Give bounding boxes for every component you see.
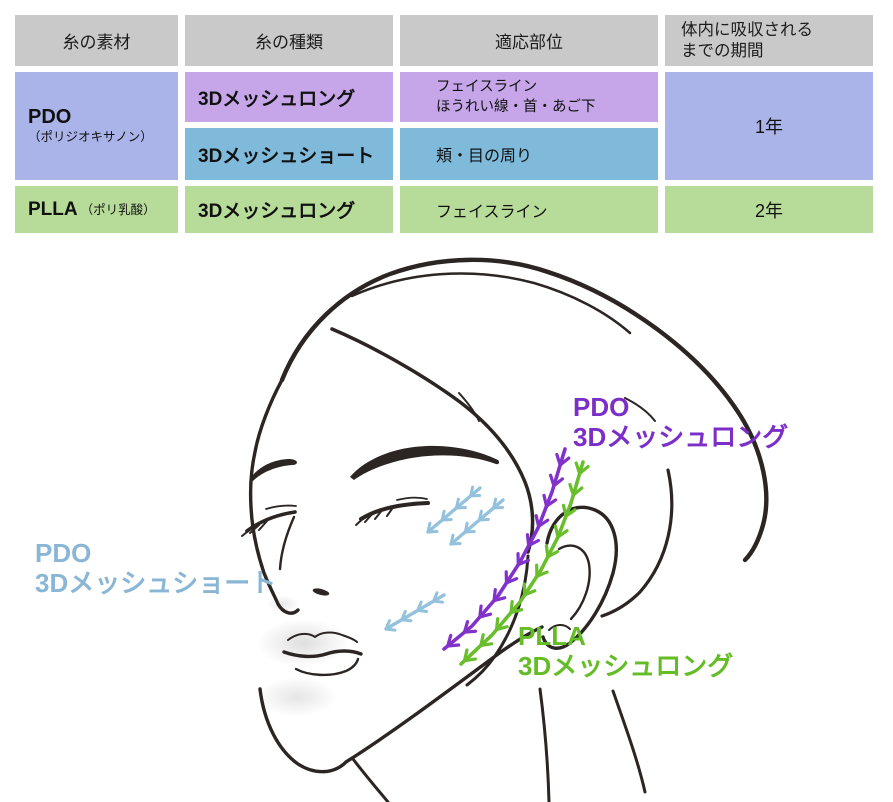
cell-plla-type: 3Dメッシュロング bbox=[185, 186, 393, 233]
cell-pdo-long-area: フェイスライン ほうれい線・首・あご下 bbox=[400, 72, 658, 122]
col-header-duration-label: 体内に吸収される までの期間 bbox=[681, 20, 813, 60]
pdo-long-area-line2: ほうれい線・首・あご下 bbox=[436, 99, 596, 115]
col-header-material: 糸の素材 bbox=[15, 15, 178, 66]
hair-top-strand bbox=[350, 272, 632, 335]
cell-plla-duration: 2年 bbox=[665, 186, 873, 233]
lower-lip bbox=[294, 657, 360, 677]
face-profile bbox=[248, 378, 300, 615]
hair-silhouette bbox=[279, 257, 769, 563]
hair-behind-ear bbox=[600, 468, 674, 618]
plla-material-name: PLLA bbox=[28, 198, 78, 220]
neck-back-line bbox=[538, 687, 551, 802]
upper-lip bbox=[287, 631, 358, 643]
cell-pdo-duration: 1年 bbox=[665, 72, 873, 180]
chin-jawline bbox=[258, 625, 544, 774]
face-shading bbox=[257, 595, 349, 717]
hair-wisp bbox=[458, 392, 480, 422]
nostril bbox=[312, 588, 330, 596]
label-pdo-mesh-long: PDO 3Dメッシュロング bbox=[573, 392, 789, 452]
left-eyebrow bbox=[250, 459, 297, 481]
pdo-material-name: PDO bbox=[28, 106, 72, 128]
hairline bbox=[330, 327, 535, 554]
cell-plla-area: フェイスライン bbox=[400, 186, 658, 233]
col-header-duration: 体内に吸収される までの期間 bbox=[665, 15, 873, 66]
pdo-long-area-line1: フェイスライン bbox=[436, 79, 538, 95]
pdo-material-subname: （ポリジオキサノン） bbox=[28, 130, 153, 144]
left-eye bbox=[241, 504, 297, 537]
col-header-area-label: 適応部位 bbox=[495, 33, 563, 52]
nose-bridge-line bbox=[278, 515, 296, 571]
cell-pdo-short-area: 頬・目の周り bbox=[400, 128, 658, 180]
thread-line bbox=[459, 460, 585, 666]
col-header-area: 適応部位 bbox=[400, 15, 658, 66]
thread-overlays bbox=[384, 447, 590, 666]
right-eye bbox=[355, 496, 430, 526]
label-plla-mesh-long: PLLA 3Dメッシュロング bbox=[518, 621, 734, 681]
cell-pdo-short-type: 3Dメッシュショート bbox=[185, 128, 393, 180]
cell-pdo-material: PDO （ポリジオキサノン） bbox=[15, 72, 178, 180]
right-eyebrow bbox=[350, 445, 500, 480]
plla-material-subname: （ポリ乳酸） bbox=[80, 202, 156, 217]
hair-flick-right bbox=[624, 397, 656, 422]
thread-line bbox=[442, 447, 567, 651]
label-pdo-mesh-short: PDO 3Dメッシュショート bbox=[35, 538, 277, 598]
col-header-type: 糸の種類 bbox=[185, 15, 393, 66]
cell-pdo-long-type: 3Dメッシュロング bbox=[185, 72, 393, 122]
neck-front-line bbox=[351, 757, 390, 802]
hair-neck-line bbox=[611, 689, 647, 794]
thread-spec-table: 糸の素材 糸の種類 適応部位 体内に吸収される までの期間 PDO （ポリジオキ… bbox=[15, 15, 873, 233]
face-lines bbox=[241, 257, 769, 802]
cell-plla-material: PLLA （ポリ乳酸） bbox=[15, 186, 178, 233]
col-header-type-label: 糸の種類 bbox=[255, 33, 323, 52]
col-header-material-label: 糸の素材 bbox=[62, 33, 131, 52]
mouth-line bbox=[282, 649, 363, 659]
ear bbox=[541, 505, 618, 650]
